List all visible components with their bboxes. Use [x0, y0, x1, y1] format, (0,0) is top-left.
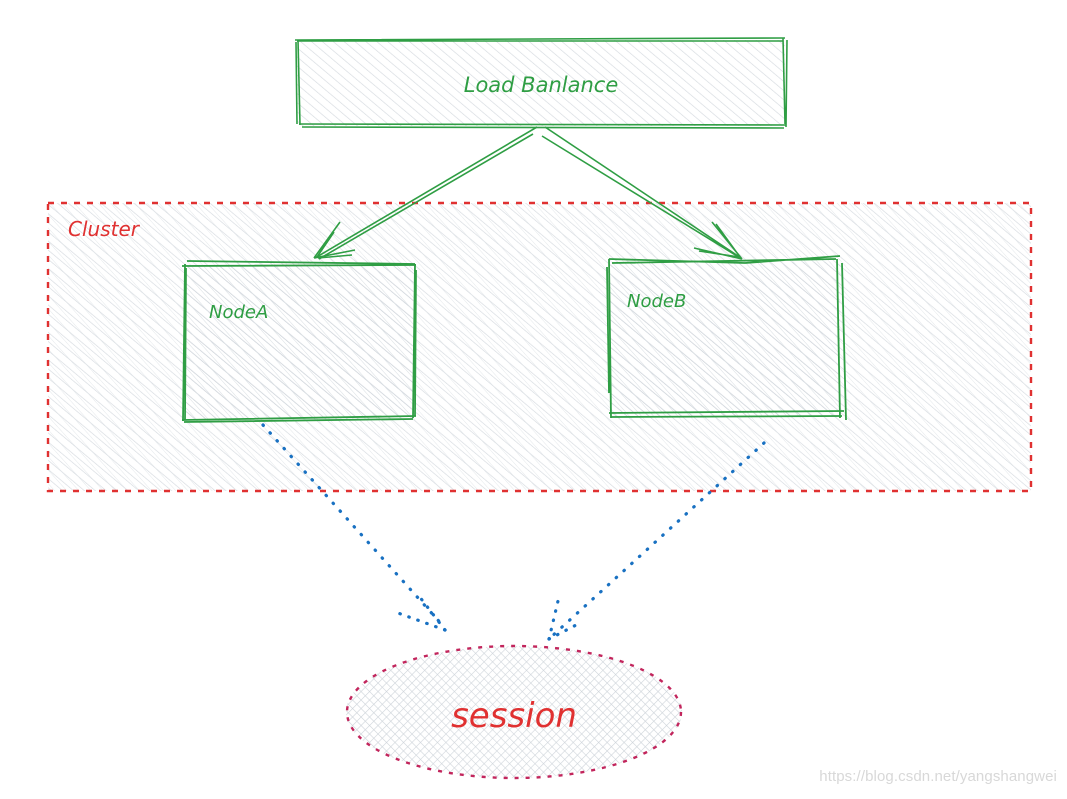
node-b-fill-secondary — [610, 262, 840, 417]
arrowhead-left-wing — [313, 221, 341, 259]
node-a-fill-secondary — [184, 265, 413, 419]
arrow-lb-to-node-b[interactable] — [541, 126, 743, 260]
cluster-label: Cluster — [68, 217, 141, 241]
node-a-border-right — [412, 263, 417, 419]
session-label: session — [451, 696, 577, 736]
arrow-shaft — [541, 126, 742, 259]
node-b-label: NodeB — [627, 291, 686, 312]
node-b[interactable]: NodeB — [606, 255, 847, 421]
session-fill-b — [346, 646, 682, 778]
arrowhead-right-wing — [693, 247, 743, 260]
arrowhead-right-wing — [313, 249, 356, 259]
dotted-arrowhead-wing-2 — [396, 611, 447, 632]
watermark: https://blog.csdn.net/yangshangwei — [819, 768, 1057, 785]
dotted-arrow-shaft — [261, 423, 447, 630]
arrow-lb-to-node-a[interactable] — [313, 126, 538, 260]
load-balancer-label: Load Banlance — [464, 73, 619, 97]
load-balancer-border-right — [782, 37, 788, 128]
node-a-border-bottom — [181, 415, 417, 423]
node-a-border-left — [182, 263, 187, 422]
arrow-node-b-to-session[interactable] — [547, 441, 766, 641]
dotted-arrowhead-wing-1 — [547, 599, 560, 641]
session-border — [345, 644, 683, 780]
node-a[interactable]: NodeA — [181, 260, 417, 423]
arrowhead-left-wing — [711, 221, 743, 260]
node-b-border-right — [836, 258, 847, 421]
session-node[interactable]: session — [340, 640, 690, 785]
load-balancer-border-left — [295, 39, 301, 126]
node-b-border-top — [608, 255, 841, 264]
dotted-arrowhead-wing-2 — [547, 621, 582, 641]
dotted-arrow-shaft — [548, 441, 766, 640]
load-balancer-node[interactable]: Load Banlance — [294, 37, 788, 129]
cluster-border — [46, 201, 1033, 493]
node-b-border-bottom — [608, 410, 845, 418]
load-balancer-border-top — [294, 37, 786, 42]
load-balancer-border-bottom — [298, 123, 787, 129]
node-b-border-left — [606, 258, 612, 419]
load-balancer-fill — [297, 40, 785, 126]
arrow-node-a-to-session[interactable] — [261, 423, 447, 632]
node-a-label: NodeA — [209, 302, 268, 323]
arrow-shaft — [314, 126, 538, 260]
cluster-container[interactable]: Cluster — [46, 201, 1033, 493]
node-a-border-top — [181, 260, 417, 267]
